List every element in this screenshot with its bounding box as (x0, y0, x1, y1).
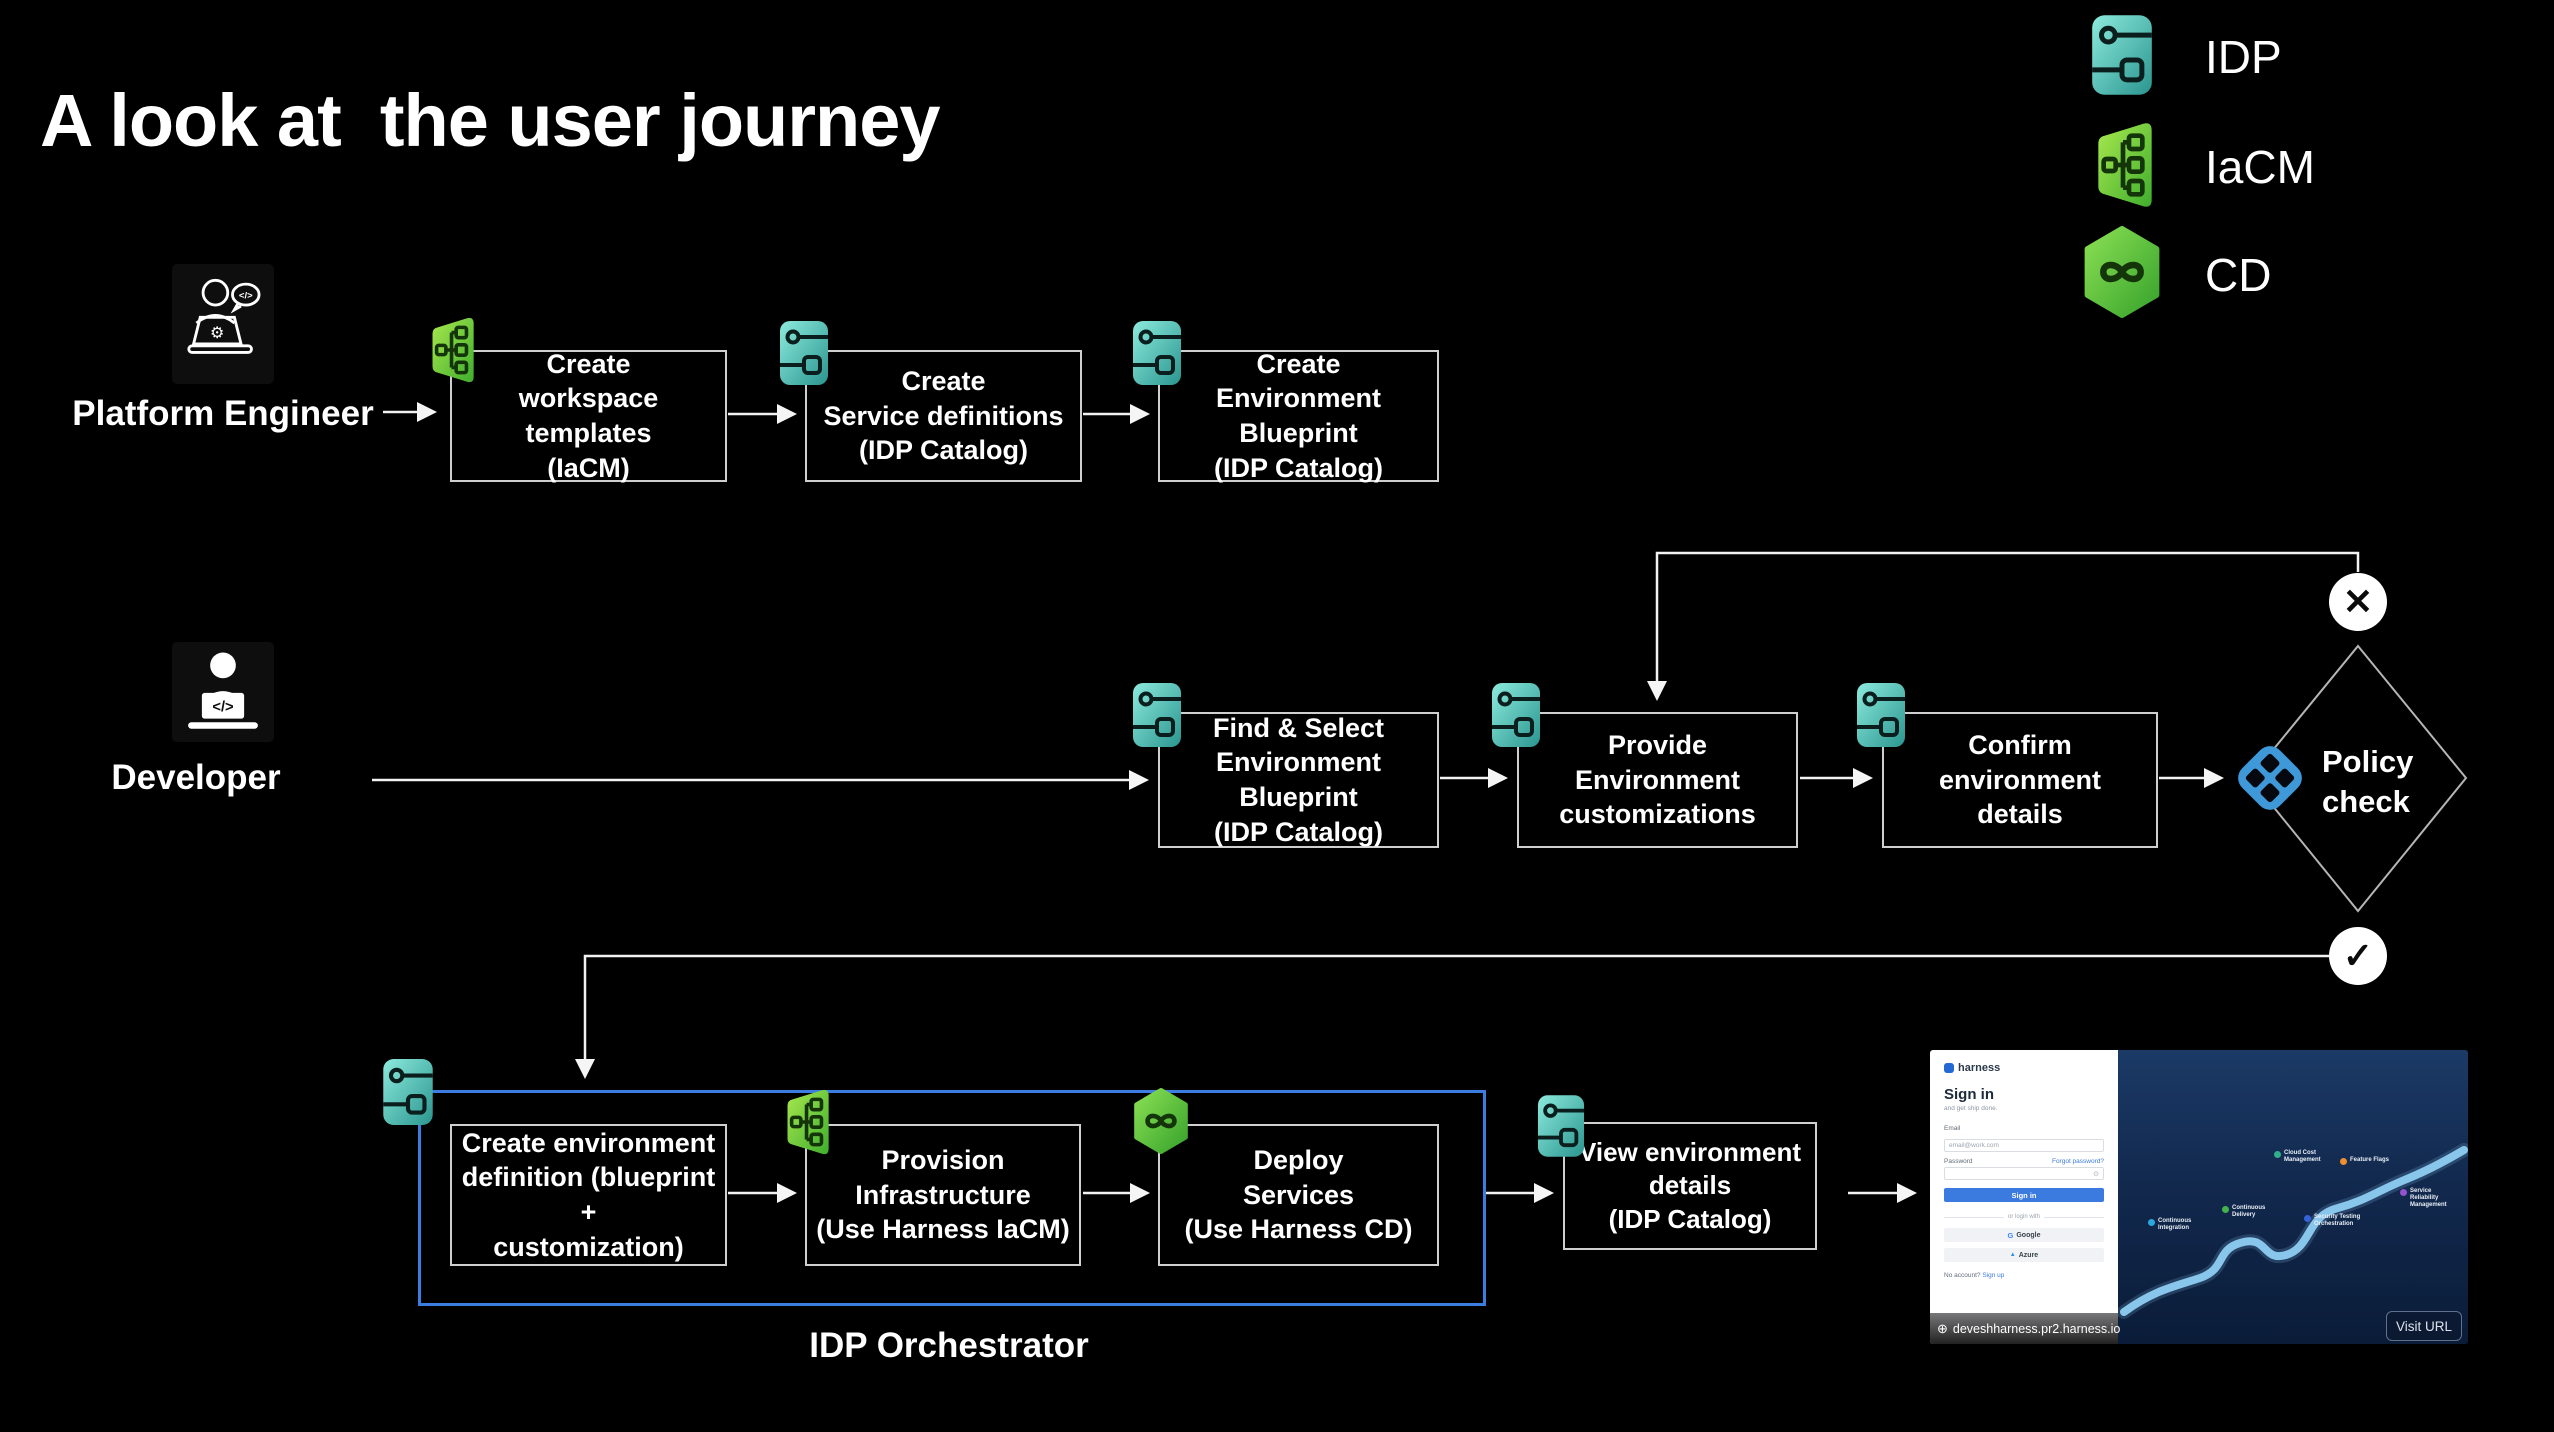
step-create-workspace-templates: Create workspace templates (IaCM) (450, 349, 727, 483)
idp-icon (779, 320, 829, 386)
url-text: deveshharness.pr2.harness.io (1952, 1321, 2121, 1336)
platform-engineer-icon: </> ⚙ (187, 278, 261, 354)
module-label: Continuous Delivery (2232, 1205, 2266, 1218)
idp-icon (1132, 682, 1182, 748)
divider-line (1944, 1216, 2004, 1218)
azure-login-button[interactable]: ▲ Azure (1944, 1248, 2104, 1262)
module-service-reliability: Service Reliability Management (2400, 1188, 2458, 1209)
url-bar: ⊕ deveshharness.pr2.harness.io (1930, 1313, 2121, 1344)
module-icon (2304, 1215, 2311, 1222)
password-label: Password (1944, 1158, 1973, 1165)
module-icon (2340, 1158, 2347, 1165)
policy-fail-loop (1647, 551, 2360, 701)
divider-line (2044, 1216, 2105, 1218)
signin-heading: Sign in (1944, 1086, 1994, 1103)
iacm-icon (2085, 118, 2157, 212)
step-create-environment-blueprint: Create Environment Blueprint (IDP Catalo… (1158, 349, 1439, 483)
cd-icon (1130, 1088, 1192, 1154)
policy-fail-icon: ✕ (2329, 573, 2387, 631)
actor-label-platform-engineer: Platform Engineer (72, 394, 374, 433)
module-icon (2400, 1189, 2407, 1196)
module-continuous-integration: Continuous Integration (2148, 1218, 2206, 1232)
module-continuous-delivery: Continuous Delivery (2222, 1205, 2280, 1219)
idp-icon (1537, 1094, 1585, 1158)
google-icon: G (2007, 1230, 2014, 1240)
policy-icon (2238, 746, 2302, 810)
idp-orchestrator-group (418, 1090, 1486, 1306)
azure-icon: ▲ (2009, 1252, 2016, 1258)
harness-logo-icon (1944, 1063, 1954, 1073)
step-provide-customizations: Provide Environment customizations (1517, 712, 1798, 848)
module-icon (2148, 1219, 2155, 1226)
module-feature-flags: Feature Flags (2340, 1157, 2398, 1165)
idp-icon (1491, 682, 1541, 748)
signup-link[interactable]: Sign up (1982, 1272, 2005, 1279)
code-bubble-glyph: </> (239, 290, 253, 301)
idp-icon (2089, 14, 2155, 96)
module-label: Cloud Cost Management (2284, 1150, 2321, 1163)
step-view-environment-details: View environment details (IDP Catalog) (1563, 1122, 1817, 1250)
divider-text: or login with (2008, 1214, 2041, 1220)
step-deploy-services: Deploy Services (Use Harness CD) (1158, 1124, 1439, 1266)
product-screenshot-preview: harness Sign in and get ship done. Email… (1930, 1050, 2468, 1344)
signin-subtitle: and get ship done. (1944, 1105, 1998, 1112)
page-title: A look at the user journey (40, 78, 941, 162)
module-icon (2274, 1151, 2281, 1158)
step-provision-infrastructure: Provision Infrastructure (Use Harness Ia… (805, 1124, 1081, 1266)
module-label: Service Reliability Management (2410, 1188, 2447, 1208)
platform-engineer-avatar: </> ⚙ (172, 264, 274, 384)
policy-pass-icon: ✓ (2329, 927, 2387, 985)
check-glyph: ✓ (2342, 935, 2374, 976)
azure-button-label: Azure (2018, 1251, 2039, 1259)
no-account-text: No account? (1944, 1272, 1981, 1279)
iacm-icon (422, 314, 478, 386)
actor-label-developer: Developer (111, 758, 281, 797)
login-divider: or login with (1944, 1214, 2105, 1220)
policy-decision-diamond (2248, 644, 2468, 913)
signin-panel: harness Sign in and get ship done. Email… (1930, 1050, 2118, 1344)
module-label: Continuous Integration (2158, 1218, 2192, 1231)
journey-road-graphic (2117, 1143, 2468, 1319)
legend-label-idp: IDP (2205, 31, 2282, 83)
policy-check-label: Policy check (2322, 744, 2414, 820)
step-create-environment-definition: Create environment definition (blueprint… (450, 1124, 727, 1266)
module-cloud-cost-management: Cloud Cost Management (2274, 1150, 2332, 1164)
idp-orchestrator-label: IDP Orchestrator (809, 1326, 1089, 1365)
signin-button[interactable]: Sign in (1944, 1188, 2104, 1202)
harness-logo: harness (1944, 1062, 2104, 1074)
x-glyph: ✕ (2342, 581, 2374, 622)
module-icon (2222, 1206, 2229, 1213)
harness-logo-text: harness (1958, 1062, 2001, 1074)
step-confirm-environment-details: Confirm environment details (1882, 712, 2158, 848)
module-security-testing: Security Testing Orchestration (2304, 1214, 2362, 1228)
developer-avatar: </> (172, 642, 274, 742)
idp-icon (382, 1058, 434, 1126)
module-label: Security Testing Orchestration (2314, 1214, 2361, 1227)
google-button-label: Google (2016, 1231, 2041, 1239)
globe-icon: ⊕ (1937, 1320, 1948, 1336)
visit-url-button[interactable]: Visit URL (2386, 1311, 2462, 1341)
developer-icon: </> (188, 652, 258, 729)
step-create-service-definitions: Create Service definitions (IDP Catalog) (805, 350, 1082, 482)
module-label: Feature Flags (2350, 1157, 2390, 1163)
email-label: Email (1944, 1125, 1961, 1132)
iacm-icon (777, 1086, 833, 1158)
password-input[interactable]: ⊙ (1944, 1167, 2104, 1180)
code-glyph: </> (212, 699, 233, 715)
signin-hero-graphic: Continuous Integration Continuous Delive… (2117, 1050, 2468, 1344)
legend-label-cd: CD (2205, 249, 2272, 301)
forgot-password-link[interactable]: Forgot password? (2051, 1158, 2104, 1165)
policy-pass-path (575, 954, 2329, 1079)
email-input[interactable] (1944, 1139, 2104, 1152)
idp-icon (1856, 682, 1906, 748)
gear-glyph: ⚙ (210, 324, 224, 342)
eye-icon[interactable]: ⊙ (2093, 1171, 2099, 1178)
legend-label-iacm: IaCM (2205, 141, 2315, 193)
idp-icon (1132, 320, 1182, 386)
cd-icon (2078, 226, 2166, 318)
step-find-select-blueprint: Find & Select Environment Blueprint (IDP… (1158, 712, 1439, 848)
google-login-button[interactable]: G Google (1944, 1228, 2104, 1242)
